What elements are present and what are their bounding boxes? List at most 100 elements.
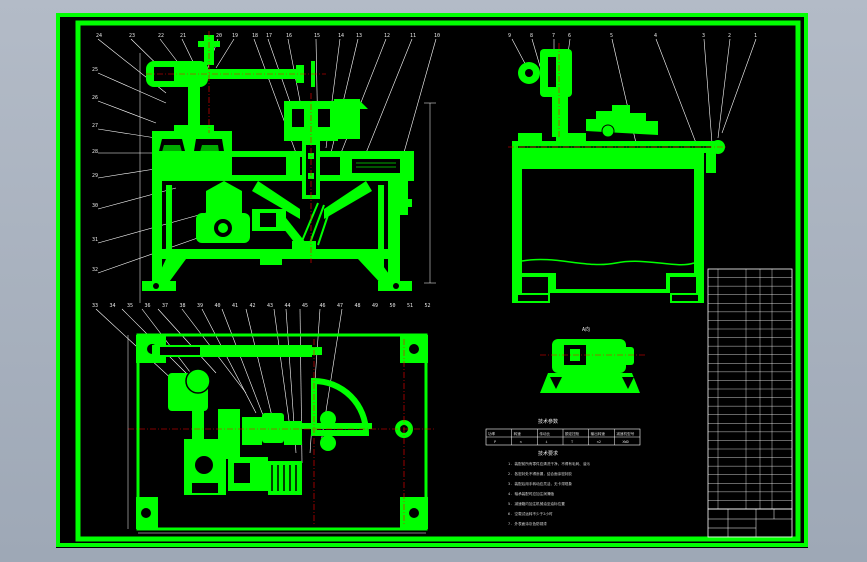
callout-number: 40 bbox=[215, 303, 221, 309]
outer-frame bbox=[56, 13, 808, 547]
parts-list-rows bbox=[708, 269, 792, 509]
inner-frame bbox=[75, 20, 801, 542]
callout-number: 25 bbox=[92, 67, 98, 73]
spec-value: n2 bbox=[597, 440, 601, 444]
side-frame-left bbox=[512, 153, 522, 303]
rotary-table bbox=[311, 377, 370, 436]
technical-notes: 技术要求 1. 装配前所有零件应清洗干净，不得有毛刺、油污 2. 各密封处不得渗漏… bbox=[508, 450, 590, 526]
spec-header: 传动比 bbox=[539, 431, 550, 436]
spec-value: P bbox=[494, 440, 496, 444]
callout-number: 36 bbox=[145, 303, 151, 309]
spec-value: n bbox=[520, 440, 522, 444]
notes-list: 1. 装配前所有零件应清洗干净，不得有毛刺、油污 2. 各密封处不得渗漏，结合面涂… bbox=[508, 461, 590, 526]
callout-number: 38 bbox=[180, 303, 186, 309]
callout-number: 14 bbox=[338, 33, 344, 39]
notes-title: 技术要求 bbox=[538, 450, 558, 457]
callout-number: 50 bbox=[390, 303, 396, 309]
callout-number: 13 bbox=[356, 33, 362, 39]
front-view bbox=[97, 31, 437, 303]
parts-list bbox=[707, 268, 793, 510]
note-item: 6. 空载试运转不少于2小时 bbox=[508, 511, 553, 516]
callout-number: 33 bbox=[92, 303, 98, 309]
spec-table: 技术参数 功率 P 转速 n 传动比 i 额定扭矩 T 输出转速 n2 减速机型号 XWD bbox=[485, 418, 641, 446]
spec-value: i bbox=[545, 440, 547, 444]
callout-number: 34 bbox=[110, 303, 116, 309]
callout-number: 52 bbox=[425, 303, 431, 309]
callout-number: 32 bbox=[92, 267, 98, 273]
callout-number: 42 bbox=[250, 303, 256, 309]
callout-number: 21 bbox=[180, 33, 186, 39]
callout-number: 7 bbox=[552, 33, 555, 39]
base-plate-outline bbox=[136, 333, 428, 531]
note-item: 5. 减速箱内加注机械油至油标位置 bbox=[508, 501, 565, 506]
callout-number: 37 bbox=[162, 303, 168, 309]
callout-number: 10 bbox=[434, 33, 440, 39]
callout-number: 26 bbox=[92, 95, 98, 101]
front-centerlines bbox=[146, 31, 326, 263]
callout-number: 43 bbox=[267, 303, 273, 309]
note-item: 4. 轴承装配时应加注润滑脂 bbox=[508, 491, 554, 496]
detail-motor bbox=[552, 339, 626, 373]
callout-number: 17 bbox=[266, 33, 272, 39]
callout-number: 47 bbox=[337, 303, 343, 309]
callout-number: 18 bbox=[252, 33, 258, 39]
top-centerlines bbox=[128, 339, 434, 525]
note-item: 7. 外表面涂灰色防锈漆 bbox=[508, 521, 547, 526]
callout-number: 3 bbox=[702, 33, 705, 39]
top-view bbox=[95, 308, 434, 534]
callout-number: 6 bbox=[568, 33, 571, 39]
callout-number: 49 bbox=[372, 303, 378, 309]
callout-number: 19 bbox=[232, 33, 238, 39]
callout-number: 39 bbox=[197, 303, 203, 309]
spec-header: 减速机型号 bbox=[616, 431, 634, 436]
callout-number: 1 bbox=[754, 33, 757, 39]
top-dimensions bbox=[127, 335, 426, 534]
note-item: 2. 各密封处不得渗漏，结合面涂密封胶 bbox=[508, 471, 572, 476]
callout-number: 12 bbox=[384, 33, 390, 39]
spec-value: XWD bbox=[622, 440, 629, 444]
callout-number: 16 bbox=[286, 33, 292, 39]
callout-number: 8 bbox=[530, 33, 533, 39]
side-centerlines bbox=[508, 43, 726, 148]
callout-number: 2 bbox=[728, 33, 731, 39]
callout-number: 44 bbox=[285, 303, 291, 309]
spec-header: 输出转速 bbox=[591, 431, 606, 436]
callout-number: 11 bbox=[410, 33, 416, 39]
spec-header: 转速 bbox=[514, 431, 522, 436]
gear-teeth bbox=[271, 465, 297, 491]
callout-number: 46 bbox=[320, 303, 326, 309]
callout-number: 41 bbox=[232, 303, 238, 309]
note-item: 1. 装配前所有零件应清洗干净，不得有毛刺、油污 bbox=[508, 461, 590, 466]
spec-value: T bbox=[571, 440, 574, 444]
callout-number: 5 bbox=[610, 33, 613, 39]
side-frame-right bbox=[694, 153, 704, 303]
side-view bbox=[508, 38, 757, 303]
frame-right-leg bbox=[388, 175, 400, 287]
callout-number: 4 bbox=[654, 33, 657, 39]
callout-number: 27 bbox=[92, 123, 98, 129]
callout-number: 35 bbox=[127, 303, 133, 309]
spec-header: 功率 bbox=[488, 431, 496, 436]
callout-number: 45 bbox=[302, 303, 308, 309]
front-dimensions bbox=[139, 53, 436, 303]
spec-table-title: 技术参数 bbox=[538, 418, 558, 425]
callout-number: 51 bbox=[407, 303, 413, 309]
spec-header: 额定扭矩 bbox=[565, 431, 580, 436]
callout-number: 24 bbox=[96, 33, 102, 39]
callout-number: 31 bbox=[92, 237, 98, 243]
callout-number: 22 bbox=[158, 33, 164, 39]
callout-number: 30 bbox=[92, 203, 98, 209]
stepped-block bbox=[586, 105, 658, 135]
callout-number: 28 bbox=[92, 149, 98, 155]
spec-table-cells: 功率 P 转速 n 传动比 i 额定扭矩 T 输出转速 n2 减速机型号 XWD bbox=[488, 429, 635, 445]
reducer-upper bbox=[206, 191, 242, 213]
title-block bbox=[707, 508, 793, 538]
callout-number: 23 bbox=[129, 33, 135, 39]
